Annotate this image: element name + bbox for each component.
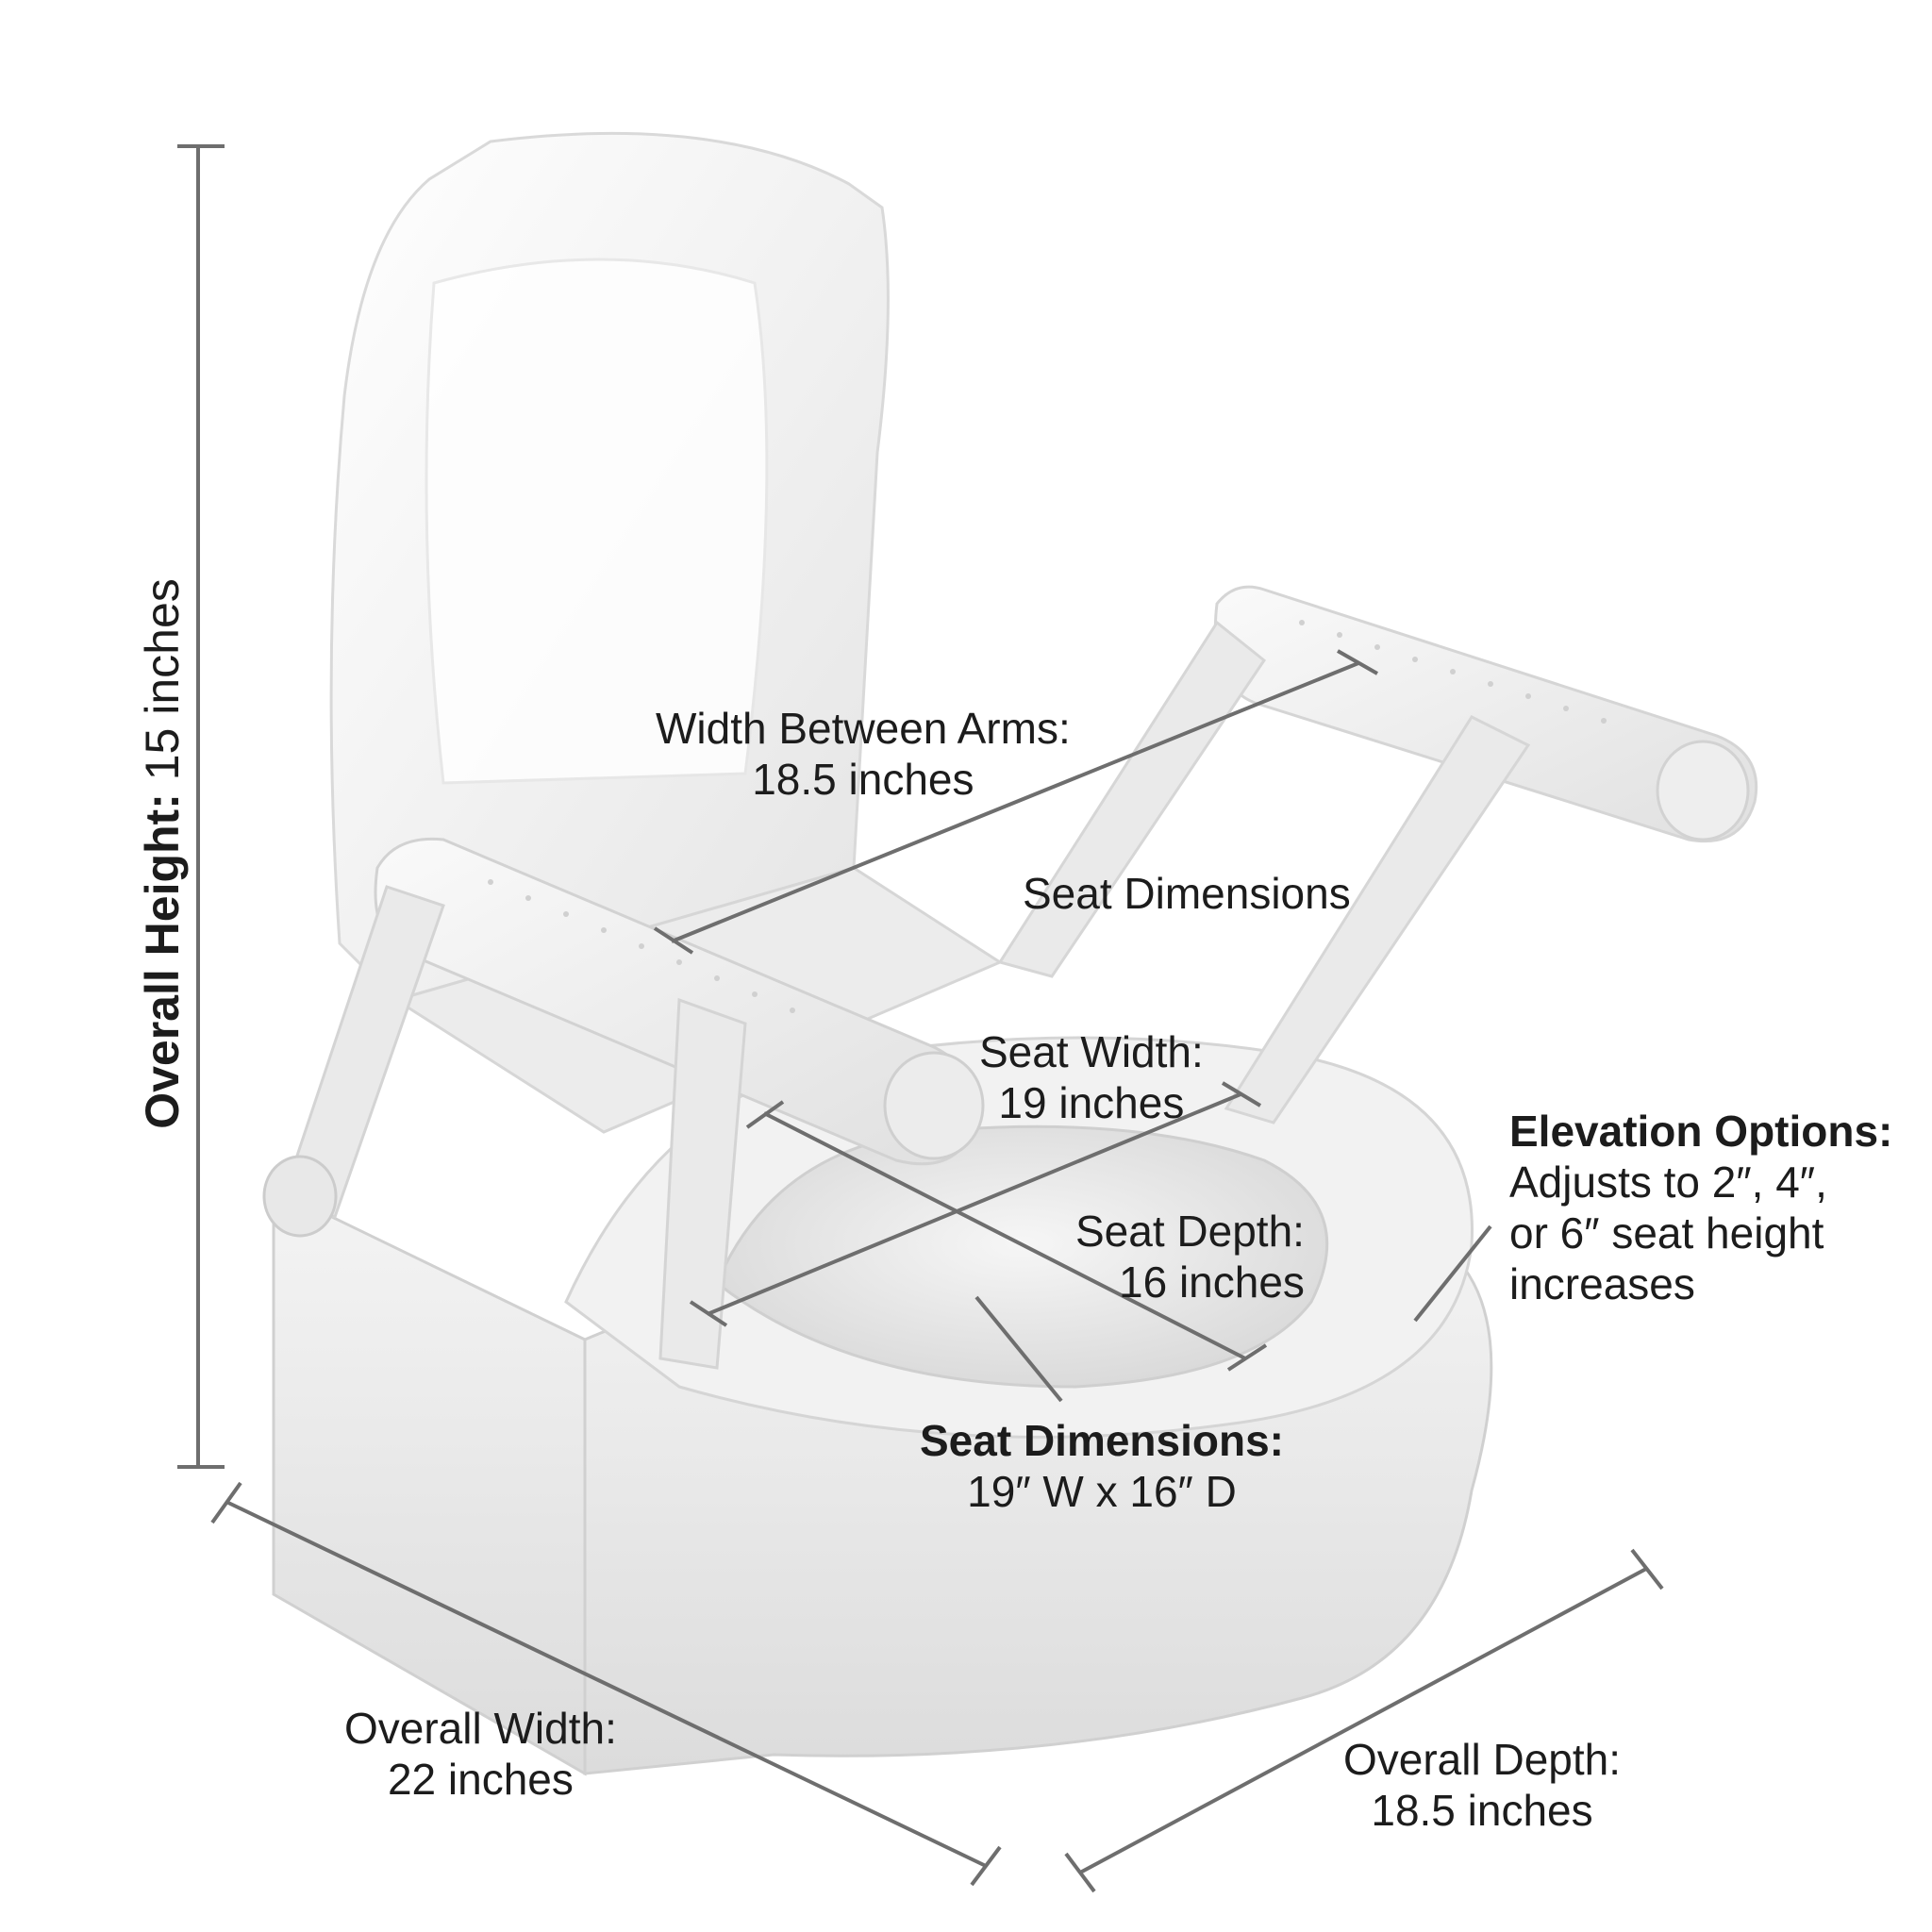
overall-height-label: Overall Height: 15 inches	[136, 578, 189, 1129]
seat-base-left	[272, 1186, 587, 1776]
seat-width-value: 19 inches	[998, 1078, 1185, 1127]
seat-dimensions-label: Seat Dimensions: 19″ W x 16″ D	[920, 1415, 1284, 1517]
overall-width-value: 22 inches	[387, 1755, 574, 1804]
overall-height-value: 15 inches	[136, 578, 189, 781]
elevation-options-label: Elevation Options: Adjusts to 2″, 4″, or…	[1509, 1106, 1892, 1309]
overall-width-line	[210, 1481, 1002, 1887]
seat-width-label: Seat Width: 19 inches	[979, 1026, 1204, 1128]
seat-dimensions-title: Seat Dimensions:	[920, 1416, 1284, 1465]
seat-depth-label: Seat Depth: 16 inches	[1075, 1206, 1305, 1307]
width-between-arms-title: Width Between Arms:	[656, 704, 1071, 753]
width-between-arms-line	[653, 649, 1378, 955]
elevation-options-leader	[1413, 1224, 1492, 1323]
elevation-options-line3: increases	[1509, 1259, 1695, 1308]
elevation-options-line1: Adjusts to 2″, 4″,	[1509, 1158, 1827, 1207]
seat-depth-title: Seat Depth:	[1075, 1207, 1305, 1256]
overall-height-line	[177, 144, 225, 1469]
seat-width-title: Seat Width:	[979, 1027, 1204, 1076]
width-between-arms-value: 18.5 inches	[752, 755, 974, 804]
overall-width-title: Overall Width:	[344, 1704, 617, 1753]
elevation-options-line2: or 6″ seat height	[1509, 1208, 1824, 1257]
overall-depth-value: 18.5 inches	[1371, 1786, 1593, 1835]
seat-depth-value: 16 inches	[1119, 1257, 1305, 1307]
overall-height-title: Overall Height:	[136, 793, 189, 1129]
overall-width-label: Overall Width: 22 inches	[344, 1703, 617, 1805]
elevation-options-title: Elevation Options:	[1509, 1107, 1893, 1156]
overall-depth-label: Overall Depth: 18.5 inches	[1343, 1734, 1621, 1836]
seat-dimensions-value: 19″ W x 16″ D	[967, 1467, 1237, 1516]
overall-depth-title: Overall Depth:	[1343, 1735, 1622, 1784]
seat-dimensions-header-text: Seat Dimensions	[1023, 869, 1351, 918]
seat-dimensions-header: Seat Dimensions	[1023, 868, 1351, 919]
width-between-arms-label: Width Between Arms: 18.5 inches	[656, 703, 1071, 805]
dimension-lines	[177, 144, 1664, 1893]
seat-width-line	[689, 1081, 1262, 1327]
seat-dimensions-leader	[974, 1295, 1063, 1403]
seat-depth-line	[745, 1100, 1268, 1372]
overall-depth-line	[1064, 1548, 1664, 1893]
raised-toilet-seat-illustration	[262, 131, 1758, 1776]
